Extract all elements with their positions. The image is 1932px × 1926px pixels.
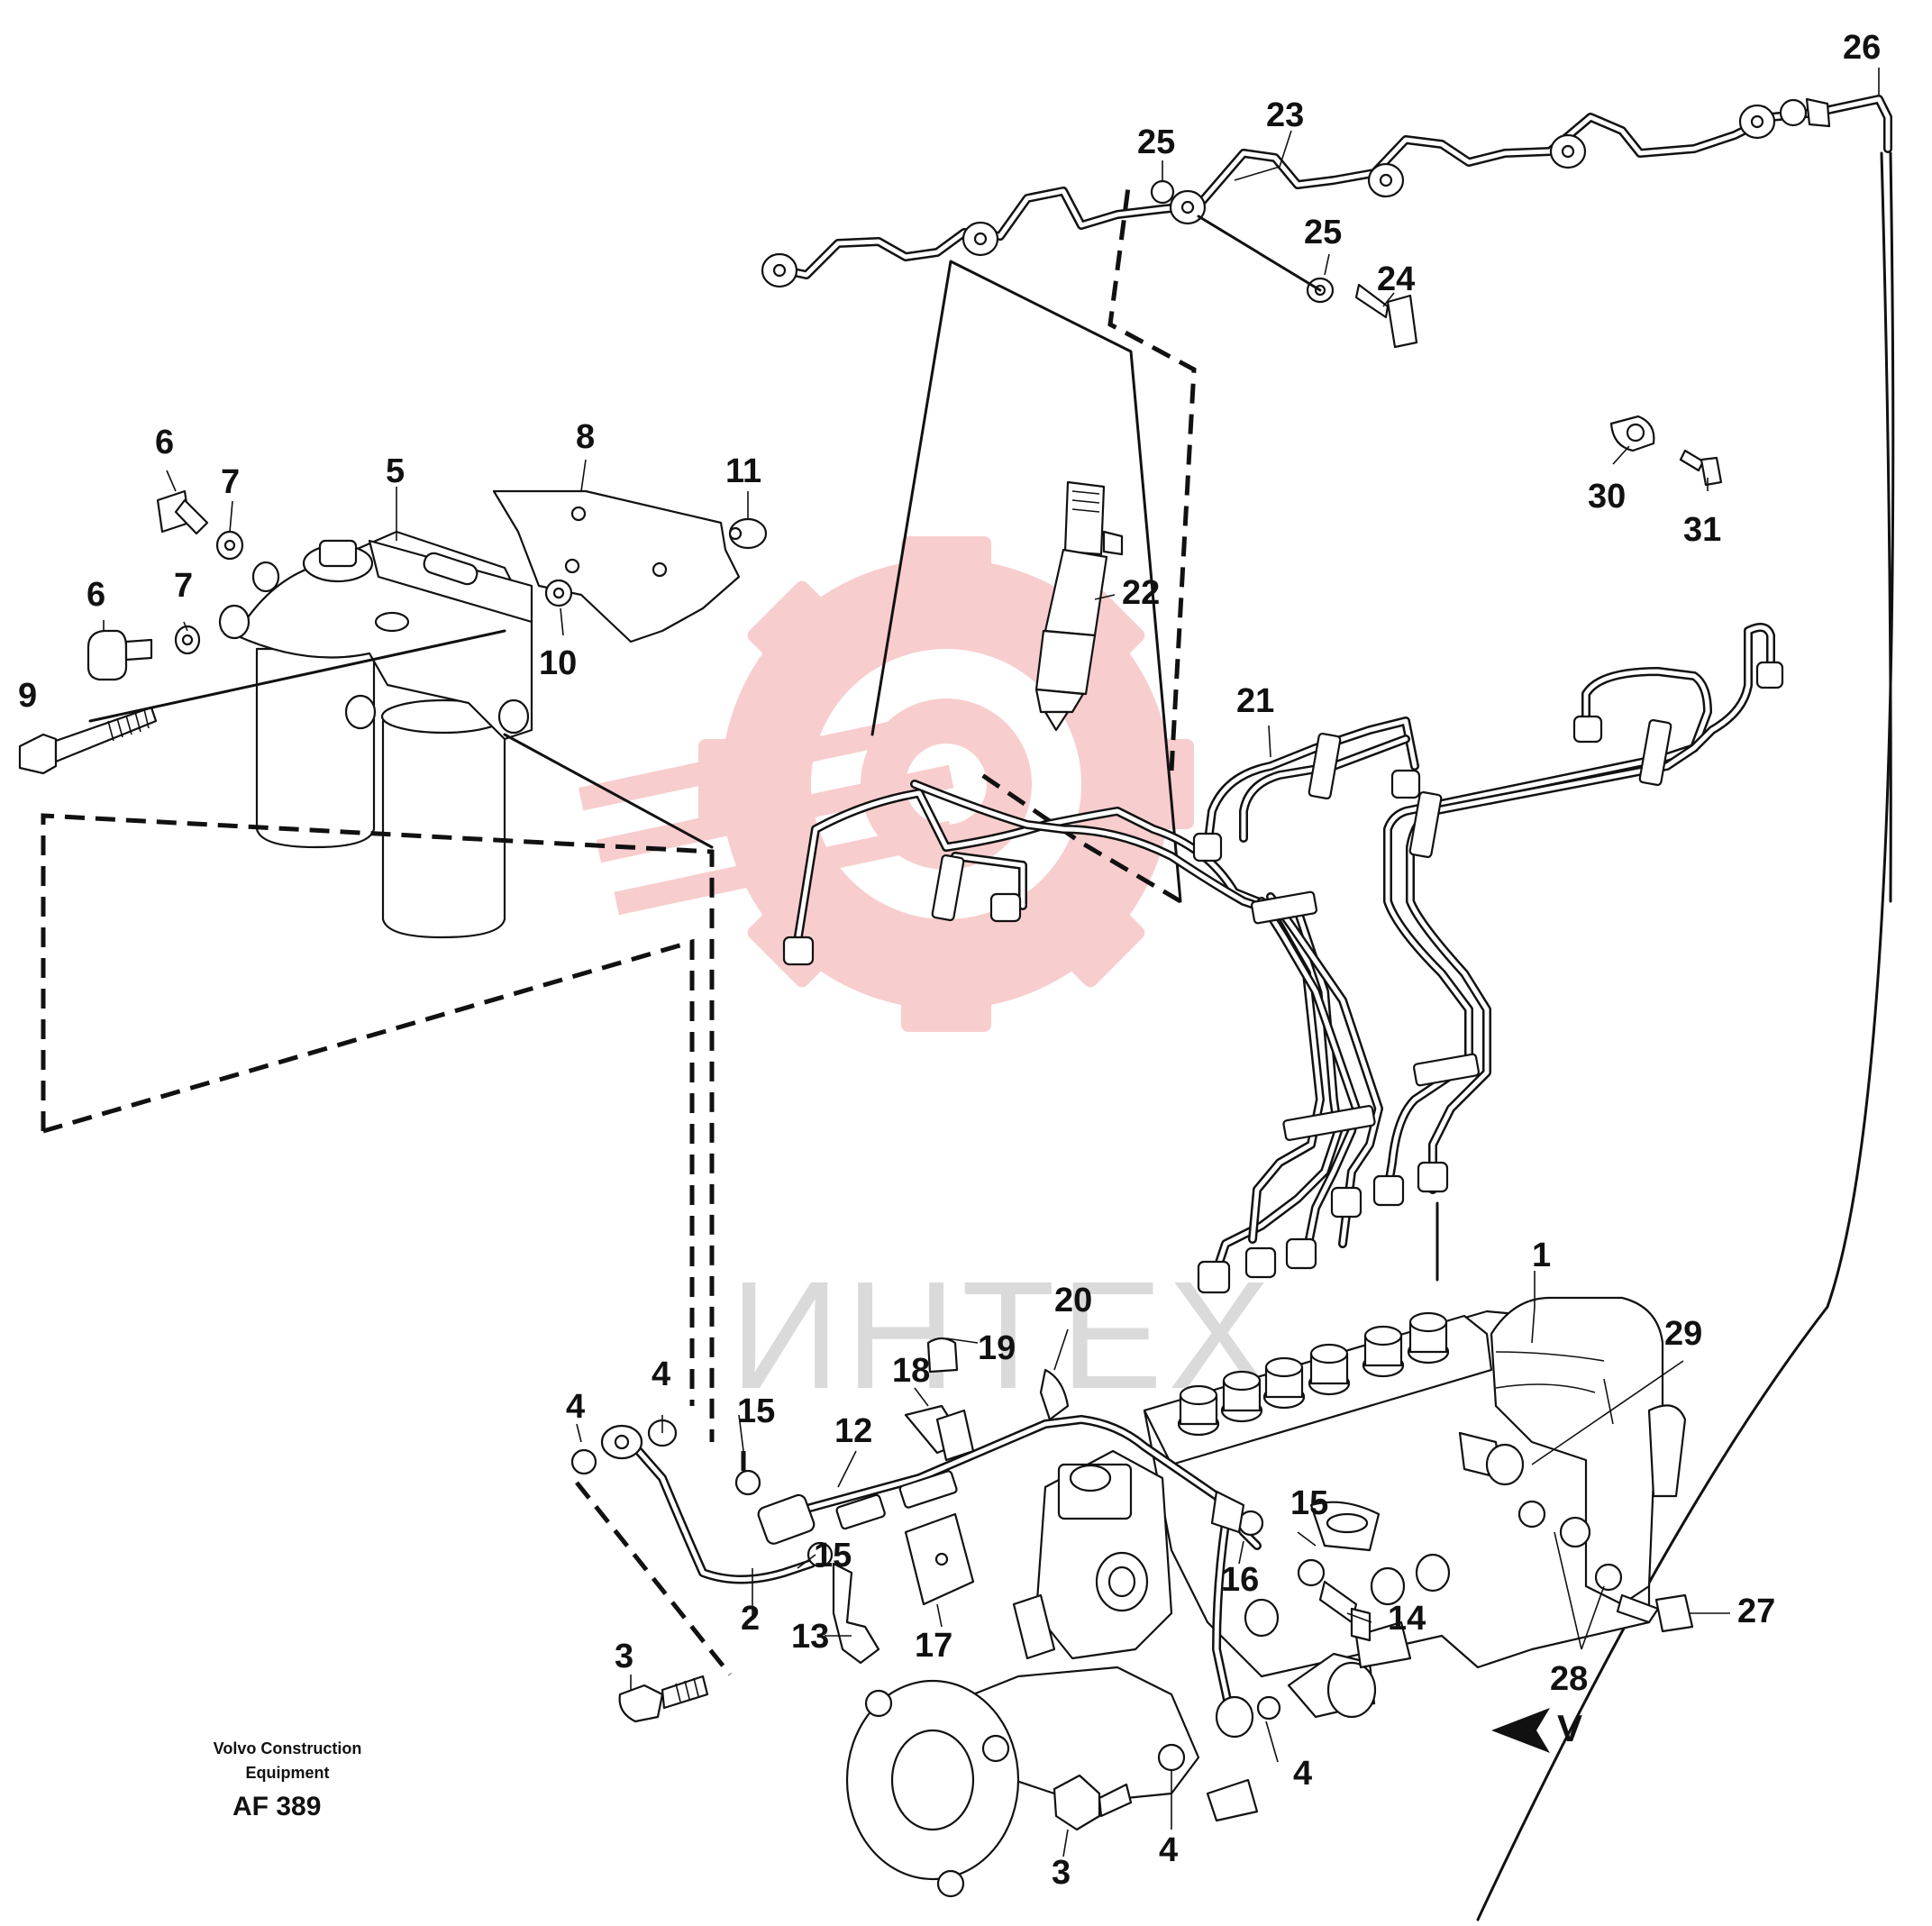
callout-13: 13: [791, 1618, 829, 1656]
leader-lines: [103, 68, 1880, 1858]
callout-4-bottom: 4: [1159, 1831, 1178, 1869]
manufacturer-caption: Volvo Construction Equipment: [202, 1737, 373, 1785]
callout-2: 2: [741, 1600, 760, 1638]
callout-18: 18: [892, 1352, 930, 1390]
callout-30: 30: [1588, 478, 1626, 516]
callout-5: 5: [386, 452, 405, 490]
reference-dashed-lines: [41, 187, 1197, 1676]
washer-25a: [1150, 179, 1175, 205]
callout-19: 19: [978, 1329, 1016, 1367]
callout-16: 16: [1221, 1561, 1259, 1599]
injection-pipes: [782, 623, 1784, 1294]
callout-27: 27: [1737, 1593, 1775, 1630]
callout-20: 20: [1054, 1282, 1092, 1319]
callout-15-top: 15: [737, 1392, 775, 1430]
callout-9: 9: [18, 677, 37, 715]
callout-3-bottom: 3: [1052, 1854, 1071, 1892]
callout-12: 12: [834, 1412, 872, 1450]
leak-off-line: [761, 95, 1892, 349]
filter-bracket: [492, 489, 741, 644]
callout-6-lower: 6: [87, 576, 105, 614]
view-v-label: V: [1557, 1707, 1582, 1749]
callout-25-top: 25: [1137, 123, 1175, 161]
callout-7-top: 7: [221, 463, 240, 501]
caption-line-1: Volvo Construction: [213, 1739, 362, 1757]
callout-8: 8: [576, 418, 595, 456]
callout-29: 29: [1664, 1315, 1702, 1353]
callout-25-lower: 25: [1304, 214, 1342, 251]
callout-28: 28: [1550, 1660, 1588, 1698]
injector: [1034, 480, 1124, 732]
callout-24: 24: [1377, 260, 1415, 298]
callout-17: 17: [915, 1627, 952, 1665]
callout-23: 23: [1266, 96, 1304, 134]
callout-26: 26: [1843, 29, 1881, 67]
callout-1: 1: [1532, 1237, 1551, 1274]
callout-22: 22: [1122, 574, 1160, 612]
caption-line-2: Equipment: [245, 1764, 330, 1782]
callout-7-lower: 7: [174, 567, 193, 605]
clip-assembly: [1609, 415, 1723, 487]
callout-14: 14: [1388, 1600, 1426, 1638]
filter-fasteners: [18, 489, 768, 775]
callout-6-top: 6: [155, 424, 174, 461]
return-hose: [1476, 151, 1895, 1921]
washer-4a: [570, 1448, 597, 1475]
callout-11: 11: [725, 452, 761, 490]
view-v-arrow: [1491, 1708, 1550, 1753]
callout-4-right: 4: [1293, 1755, 1312, 1793]
callouts: 1 2 3 3 4 4 4 4 5 6 6 7 7 8 9 10 11 12 1…: [18, 29, 1881, 1892]
drawing-code: AF 389: [232, 1792, 322, 1821]
callout-15-right: 15: [1290, 1484, 1328, 1522]
callout-4-mid: 4: [652, 1356, 670, 1393]
fuel-feed-line: [570, 1419, 816, 1723]
overflow-line: [734, 1337, 1372, 1772]
callout-31: 31: [1683, 511, 1721, 549]
return-hose-inner: [1880, 151, 1892, 903]
callout-10: 10: [539, 644, 577, 682]
callout-15-mid: 15: [814, 1537, 852, 1575]
washer-15b: [807, 1541, 834, 1568]
callout-21: 21: [1236, 682, 1274, 720]
bolt-3-lower: [1053, 1774, 1133, 1831]
fuel-filter-assembly: [218, 530, 533, 939]
callout-3-left: 3: [615, 1638, 633, 1675]
delivery-valves: [1177, 1311, 1450, 1437]
washer-15a: [734, 1469, 761, 1496]
callout-4-left: 4: [566, 1388, 585, 1426]
